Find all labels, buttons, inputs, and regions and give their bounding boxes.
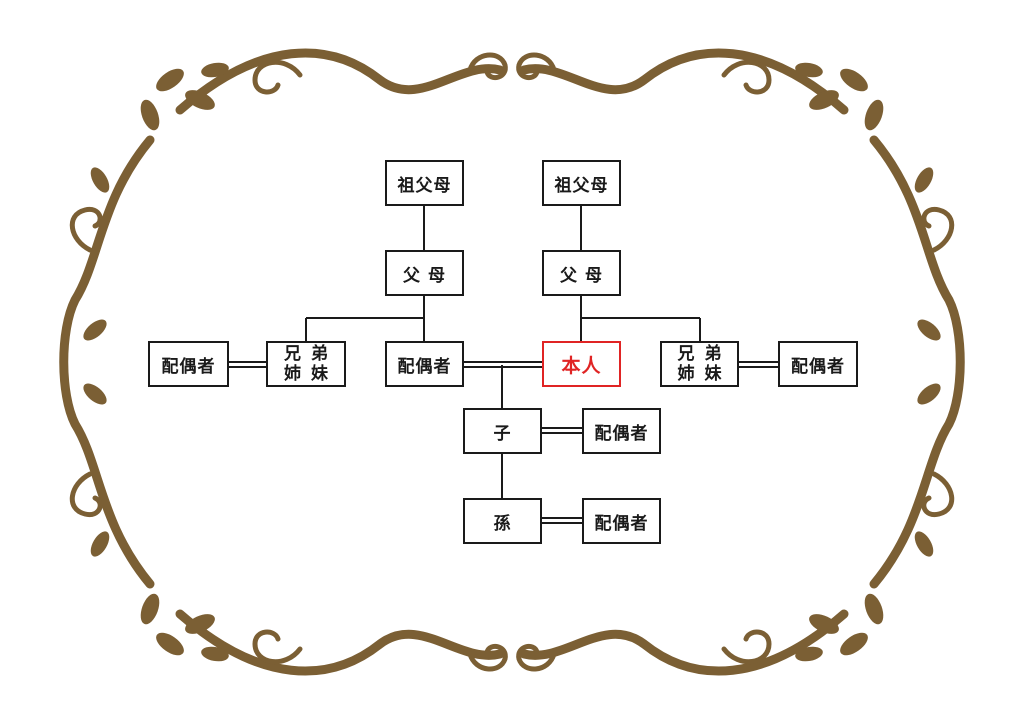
- siblings-right-box: 兄弟 姉妹: [660, 341, 739, 387]
- child-spouse-box: 配偶者: [582, 408, 661, 454]
- siblings-right-spouse-box: 配偶者: [778, 341, 858, 387]
- grandparents-left-box: 祖父母: [385, 160, 464, 206]
- siblings-left-line1: 兄弟: [284, 344, 338, 364]
- grandparents-right-box: 祖父母: [542, 160, 621, 206]
- siblings-left-box: 兄弟 姉妹: [266, 341, 346, 387]
- siblings-left-spouse-box: 配偶者: [148, 341, 229, 387]
- grandchild-box: 孫: [463, 498, 542, 544]
- grandchild-spouse-box: 配偶者: [582, 498, 661, 544]
- parents-right-box: 父 母: [542, 250, 621, 296]
- parents-left-box: 父 母: [385, 250, 464, 296]
- siblings-right-line2: 姉妹: [677, 364, 732, 384]
- self-box: 本人: [542, 341, 621, 387]
- siblings-right-line1: 兄弟: [677, 344, 732, 364]
- siblings-left-line2: 姉妹: [284, 364, 338, 384]
- spouse-box: 配偶者: [385, 341, 464, 387]
- child-box: 子: [463, 408, 542, 454]
